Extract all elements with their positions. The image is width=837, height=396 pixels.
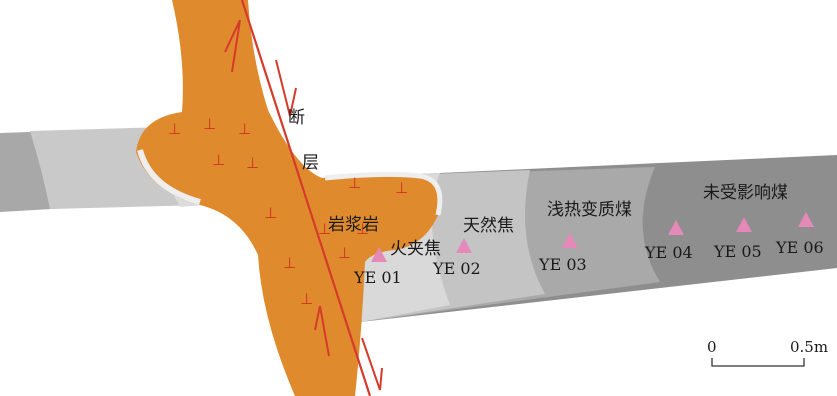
sample-markers — [371, 212, 814, 262]
sample-label-ye03: YE 03 — [538, 255, 587, 274]
sample-label-ye02: YE 02 — [432, 259, 481, 278]
sample-marker-ye04[interactable] — [668, 220, 684, 235]
sample-label-ye06: YE 06 — [775, 238, 824, 257]
contact-halo-right — [324, 171, 443, 216]
igneous-symbol: ⊥ — [283, 254, 296, 272]
igneous-symbol: ⊥ — [348, 174, 361, 192]
igneous-symbol: ⊥ — [238, 120, 251, 138]
fault-arrow-down — [275, 59, 297, 117]
contact-halo — [137, 149, 201, 205]
fault-label-char-1: 断 — [288, 108, 305, 128]
sample-marker-ye03[interactable] — [562, 233, 578, 248]
natural-coke-label: 天然焦 — [463, 216, 514, 236]
fault-arrow-up — [224, 19, 241, 73]
igneous-symbol: ⊥ — [264, 204, 277, 222]
sample-marker-ye01[interactable] — [371, 247, 387, 262]
sample-label-ye04: YE 04 — [644, 243, 693, 262]
igneous-symbol: ⊥ — [246, 154, 259, 172]
shallow-metamorphic-label: 浅热变质煤 — [547, 200, 632, 220]
sample-marker-ye05[interactable] — [736, 217, 752, 232]
igneous-symbol: ⊥ — [395, 179, 408, 197]
fault-arrow-down-lower — [361, 337, 383, 391]
igneous-intrusion[interactable] — [136, 0, 440, 396]
sample-label-ye05: YE 05 — [713, 242, 762, 261]
igneous-symbol: ⊥ — [356, 220, 369, 238]
scale-bar-end: 0.5m — [790, 338, 828, 356]
fault-label-char-2: 层 — [302, 153, 319, 173]
igneous-symbol: ⊥ — [203, 115, 216, 133]
igneous-symbol: ⊥ — [212, 151, 225, 169]
unaffected-coal-label: 未受影响煤 — [703, 183, 788, 203]
igneous-symbol: ⊥ — [338, 244, 351, 262]
scale-bar-line — [711, 358, 805, 367]
igneous-symbol: ⊥ — [168, 120, 181, 138]
magma-label: 岩浆岩 — [328, 215, 379, 235]
fault-arrow-up-lower — [314, 305, 330, 357]
scale-bar-start: 0 — [707, 338, 717, 356]
coke-inclusion-label: 火夹焦 — [390, 239, 441, 259]
sample-label-ye01: YE 01 — [353, 268, 402, 287]
igneous-symbols: ⊥ ⊥ ⊥ ⊥ ⊥ ⊥ ⊥ ⊥ ⊥ ⊥ ⊥ ⊥ ⊥ — [168, 115, 408, 308]
igneous-symbol: ⊥ — [300, 290, 313, 308]
sample-marker-ye06[interactable] — [798, 212, 814, 227]
igneous-symbol: ⊥ — [318, 220, 331, 238]
fault-line — [240, 0, 372, 396]
scale-bar: 0 0.5m — [707, 338, 828, 367]
sample-marker-ye02[interactable] — [456, 238, 472, 253]
